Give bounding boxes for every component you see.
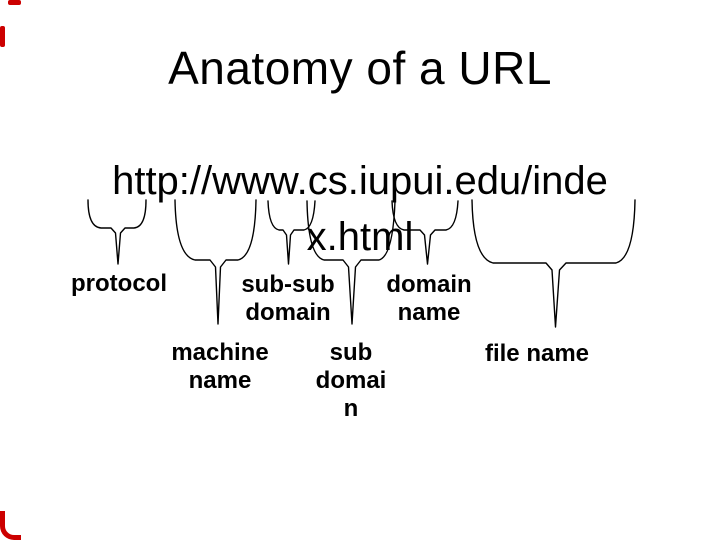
label-machine-name-line-1: machine — [171, 339, 269, 366]
label-sub-domain-line-1: sub — [329, 339, 373, 366]
url-line-1: http://www.cs.iupui.edu/inde — [112, 159, 608, 203]
url-text: http://www.cs.iupui.edu/inde x.html — [0, 153, 720, 265]
label-machine-name: machine name — [171, 339, 268, 395]
label-machine-name-line-2: name — [188, 367, 252, 394]
label-domain-name-line-2: name — [397, 299, 461, 326]
label-sub-sub-domain-line-2: domain — [245, 299, 331, 326]
label-sub-domain-line-2: domai — [315, 367, 387, 394]
label-file-name: file name — [485, 340, 589, 368]
slide-border-fragment-left — [0, 26, 5, 47]
slide-border-fragment-top — [8, 0, 21, 5]
slide-title: Anatomy of a URL — [168, 42, 552, 94]
label-sub-sub-domain-line-1: sub-sub — [241, 271, 335, 298]
label-domain-name: domain name — [386, 271, 471, 327]
label-sub-domain: sub domai n — [316, 339, 387, 423]
label-protocol-line: protocol — [71, 270, 167, 297]
label-file-name-line: file name — [484, 340, 590, 367]
url-line-2: x.html — [306, 215, 414, 259]
label-domain-name-line-1: domain — [386, 271, 472, 298]
label-sub-sub-domain: sub-sub domain — [241, 271, 334, 327]
label-sub-domain-line-3: n — [343, 395, 359, 422]
slide-border-fragment-bottom-left — [0, 511, 21, 540]
label-protocol: protocol — [71, 270, 167, 298]
